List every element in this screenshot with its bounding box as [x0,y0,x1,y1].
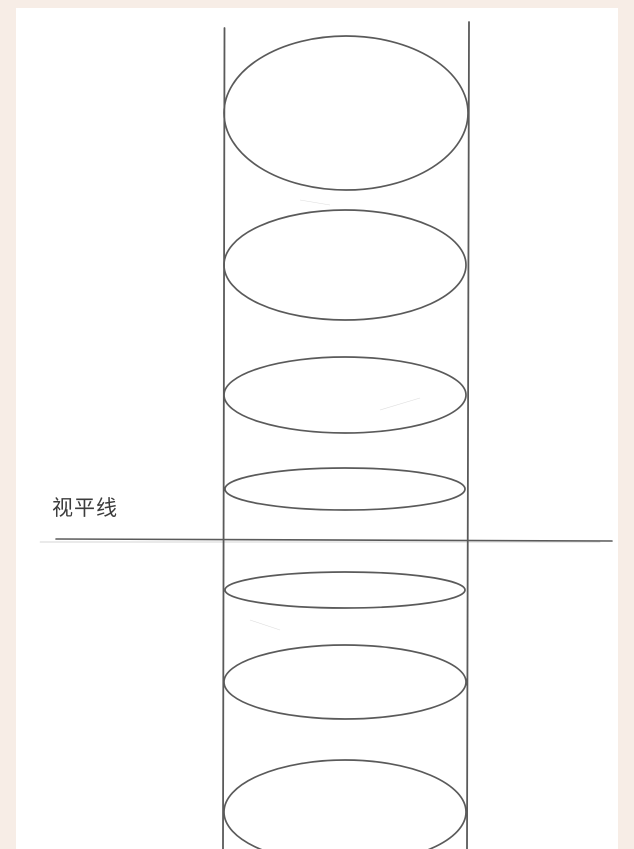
paper-sheet [16,8,618,849]
horizon-label: 视平线 [52,496,118,520]
smudge-mark [249,619,281,631]
smudge-mark [299,199,331,206]
cylinder-left-edge [222,27,226,849]
smudge-mark [379,397,421,411]
ellipse-section-2 [223,209,467,321]
horizon-line [55,538,613,542]
ellipse-section-4 [224,467,466,511]
cylinder-right-edge [466,21,470,849]
ellipse-section-6 [223,644,467,720]
ellipse-section-7 [223,759,467,849]
ellipse-section-3 [223,356,467,434]
ellipse-section-5 [224,571,466,609]
ellipse-section-1 [223,35,469,191]
